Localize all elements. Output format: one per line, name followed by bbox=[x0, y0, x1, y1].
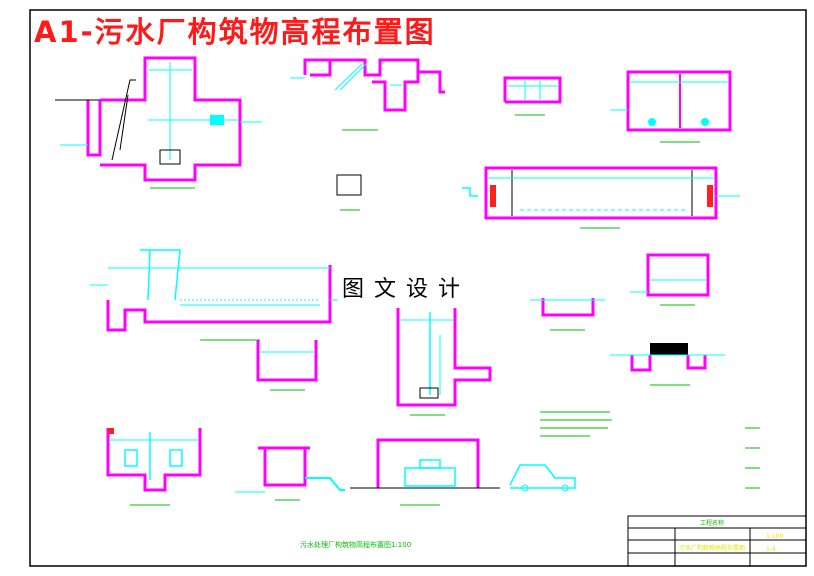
structure-sludge-room bbox=[350, 438, 576, 506]
structure-pump-shed bbox=[235, 446, 345, 501]
structure-grit-chamber bbox=[290, 58, 445, 131]
watermark-text: 图文设计 bbox=[338, 274, 475, 306]
structure-blower-house bbox=[630, 253, 710, 306]
title-block-header: 工程名称 bbox=[700, 519, 724, 527]
structure-sludge-well bbox=[396, 308, 492, 416]
title-block-scale: 1:100 bbox=[766, 533, 783, 540]
title-block-drawing-name: 污水厂构筑物高程布置图 bbox=[679, 544, 745, 552]
page-title: A1-污水厂构筑物高程布置图 bbox=[34, 15, 436, 49]
legend-column bbox=[745, 427, 760, 489]
title-block-sheet: 1-4 bbox=[766, 546, 776, 553]
structure-distribution-tank bbox=[503, 76, 562, 116]
detail-small-parts bbox=[336, 174, 478, 211]
title-block: 工程名称 污水厂构筑物高程布置图 1:100 1-4 bbox=[627, 515, 807, 567]
design-notes bbox=[540, 411, 612, 437]
structure-sedimentation-tank bbox=[484, 166, 740, 229]
structure-lift-pump-station bbox=[55, 56, 262, 189]
structure-biological-tank bbox=[610, 70, 732, 143]
bottom-caption: 污水处理厂构筑物高程布置图1:100 bbox=[300, 540, 411, 549]
structure-contact-tank bbox=[256, 340, 318, 391]
structure-dewatering-unit bbox=[610, 343, 725, 386]
drawing-border bbox=[29, 9, 807, 567]
structure-scraper-clarifier bbox=[90, 249, 350, 341]
structure-chlorination-tank bbox=[530, 298, 605, 331]
structure-sludge-thickener bbox=[106, 428, 202, 506]
